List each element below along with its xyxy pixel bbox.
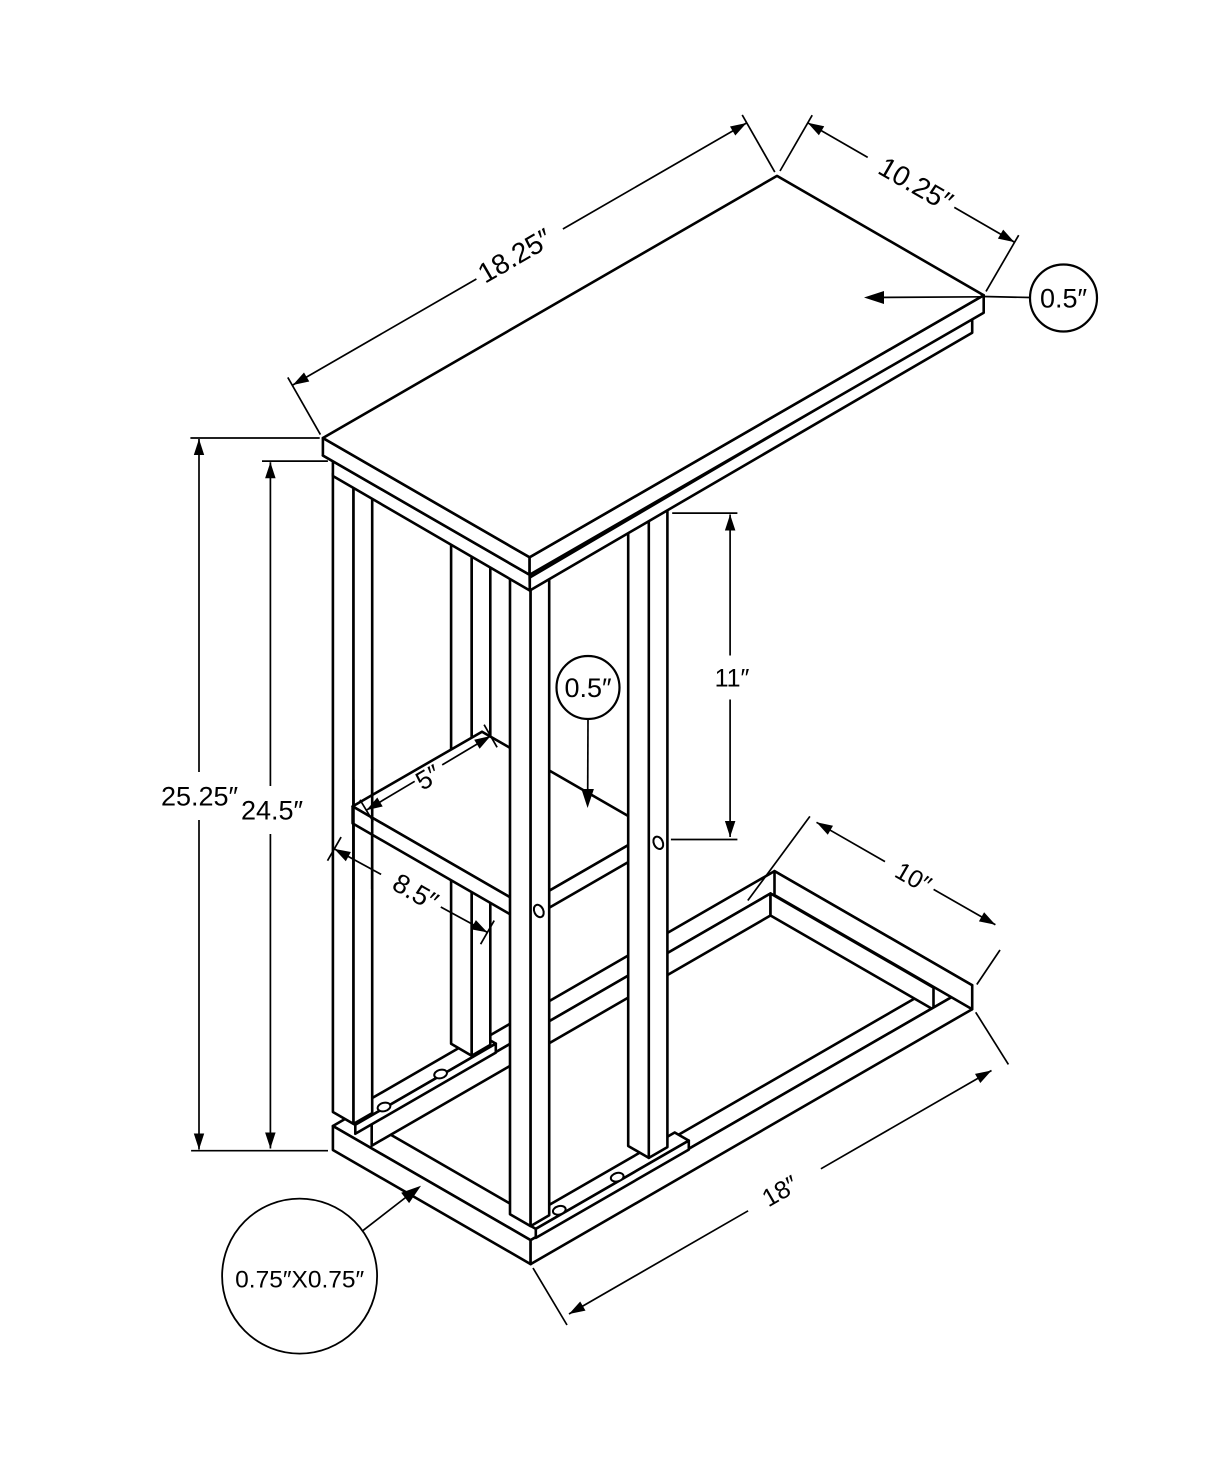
svg-text:11″: 11″ — [715, 665, 750, 693]
svg-text:24.5″: 24.5″ — [241, 796, 304, 826]
svg-text:25.25″: 25.25″ — [161, 782, 239, 812]
svg-text:0.5″: 0.5″ — [564, 673, 612, 703]
svg-text:0.5″: 0.5″ — [1040, 284, 1088, 314]
svg-text:0.75″X0.75″: 0.75″X0.75″ — [235, 1267, 364, 1294]
